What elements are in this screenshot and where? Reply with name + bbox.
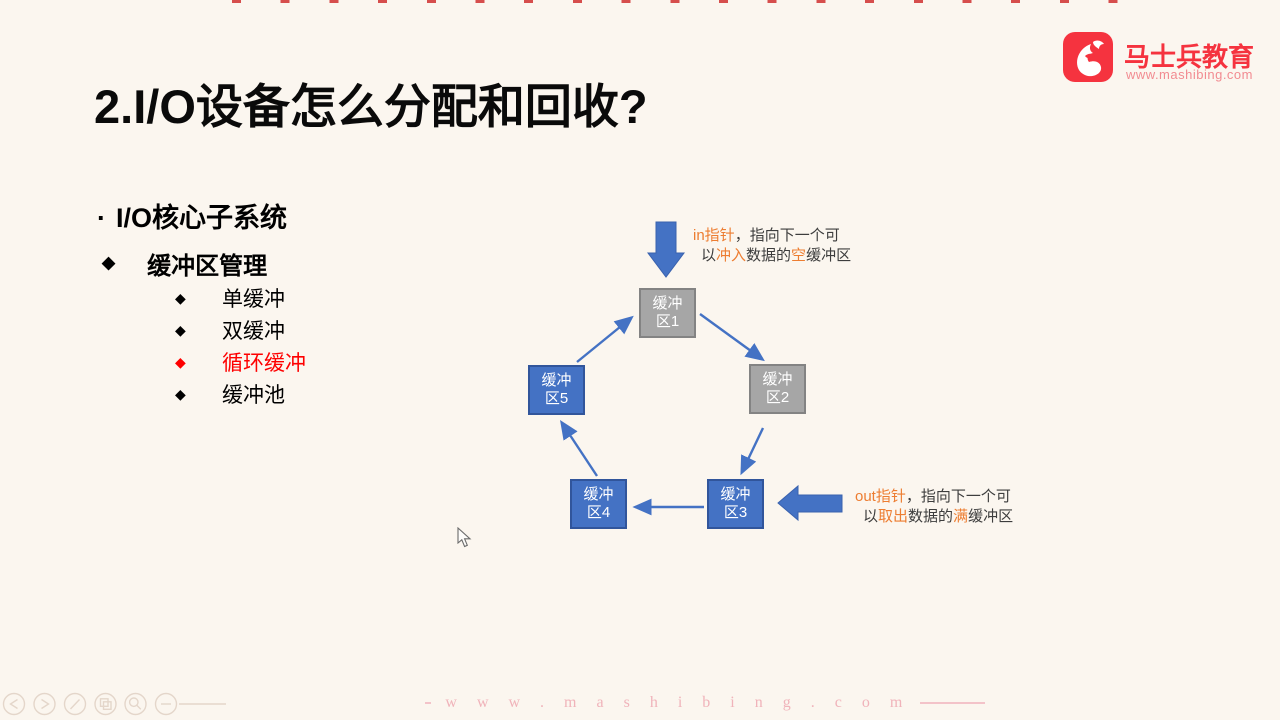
next-icon[interactable] [33, 692, 56, 716]
note-segment: 满 [953, 508, 969, 525]
cycle-arrow-1-2 [699, 313, 765, 362]
diamond-bullet-icon: ◆ [175, 353, 186, 370]
note-segment: 缓冲区 [806, 247, 852, 264]
watermark-text: w w w . m a s h i b i n g . c o m [445, 694, 911, 711]
watermark-left-line [425, 702, 432, 704]
buffer-box-1: 缓冲区1 [639, 288, 696, 338]
out-pointer-arrow-icon [777, 484, 843, 522]
note-segment: 以 [863, 508, 879, 525]
outline-item-4: ◆ 缓冲池 [175, 378, 306, 410]
note-segment: ，指向下一个可 [734, 227, 840, 244]
minimize-icon[interactable] [154, 692, 178, 716]
outline-item-label: 缓冲池 [222, 384, 285, 407]
out-note-line1: out指针，指向下一个可 [855, 487, 1013, 507]
buffer-label-line2: 区4 [586, 504, 611, 521]
note-segment: 数据的 [908, 508, 954, 525]
outline-item-label: 单缓冲 [222, 288, 285, 311]
outline-item-label: 循环缓冲 [222, 352, 306, 375]
brand-site-url: www.mashibing.com [1126, 67, 1253, 82]
buffer-label-line2: 区5 [544, 390, 569, 407]
buffer-label-line2: 区3 [723, 504, 748, 521]
in-pointer-arrow-icon [647, 221, 685, 278]
buffer-label-line1: 缓冲 [652, 295, 683, 312]
out-note-line2: 以取出数据的满缓冲区 [855, 507, 1013, 527]
diamond-bullet-icon: ◆ [175, 385, 186, 402]
cycle-arrow-2-3 [740, 427, 765, 476]
watermark-right-line [920, 702, 985, 704]
buffer-box-4: 缓冲区4 [570, 479, 627, 529]
buffer-box-2: 缓冲区2 [749, 364, 806, 414]
note-segment: 数据的 [746, 247, 792, 264]
cycle-arrow-4-5 [560, 419, 599, 477]
note-segment: 冲入 [716, 247, 747, 264]
slides-icon[interactable] [94, 692, 117, 716]
cycle-arrow-5-1 [576, 315, 634, 363]
note-segment: 空 [791, 247, 807, 264]
brand-name: 马士兵教育 [1124, 42, 1255, 72]
player-toolbar [2, 692, 226, 716]
buffer-label-line1: 缓冲 [762, 371, 793, 388]
in-note-line2: 以冲入数据的空缓冲区 [693, 246, 851, 266]
diamond-bullet-icon: ◆ [175, 321, 186, 338]
horse-logo-icon [1063, 32, 1113, 82]
bottom-watermark: w w w . m a s h i b i n g . c o m [425, 694, 985, 712]
outline-heading: · I/O核心子系统 [97, 196, 287, 235]
outline-items: ◆ 单缓冲 ◆ 双缓冲 ◆ 循环缓冲 ◆ 缓冲池 [175, 282, 306, 410]
outline-item-label: 双缓冲 [222, 320, 285, 343]
diamond-bullet-icon: ◆ [102, 252, 116, 272]
note-segment: 取出 [878, 508, 909, 525]
diamond-bullet-icon: ◆ [175, 289, 186, 306]
top-watermark-ticks [232, 0, 1128, 3]
note-segment: 以 [701, 247, 717, 264]
note-segment: ，指向下一个可 [905, 488, 1011, 505]
note-segment: in指针 [693, 227, 735, 244]
mashibing-logo [1063, 32, 1113, 82]
outline-item-3: ◆ 循环缓冲 [175, 346, 306, 378]
buffer-label-line2: 区2 [765, 389, 790, 406]
page-title: 2.I/O设备怎么分配和回收? [94, 80, 648, 133]
note-segment: out指针 [855, 488, 906, 505]
outline-item-2: ◆ 双缓冲 [175, 314, 306, 346]
out-pointer-note: out指针，指向下一个可 以取出数据的满缓冲区 [855, 487, 1013, 527]
buffer-box-3: 缓冲区3 [707, 479, 764, 529]
buffer-label-line1: 缓冲 [541, 372, 572, 389]
buffer-box-5: 缓冲区5 [528, 365, 585, 415]
buffer-label-line1: 缓冲 [583, 486, 614, 503]
mouse-cursor [457, 527, 472, 548]
outline-section: ◆ 缓冲区管理 [102, 246, 267, 281]
buffer-label-line2: 区1 [655, 313, 680, 330]
zoom-icon[interactable] [124, 692, 147, 716]
in-pointer-note: in指针，指向下一个可 以冲入数据的空缓冲区 [693, 226, 851, 266]
previous-icon[interactable] [2, 692, 26, 716]
in-note-line1: in指针，指向下一个可 [693, 226, 851, 246]
heading-bullet: · [97, 203, 106, 233]
heading-label: I/O核心子系统 [116, 203, 288, 233]
outline-item-1: ◆ 单缓冲 [175, 282, 306, 314]
pen-icon[interactable] [63, 692, 87, 716]
section-label: 缓冲区管理 [147, 253, 268, 280]
note-segment: 缓冲区 [968, 508, 1014, 525]
buffer-label-line1: 缓冲 [720, 486, 751, 503]
